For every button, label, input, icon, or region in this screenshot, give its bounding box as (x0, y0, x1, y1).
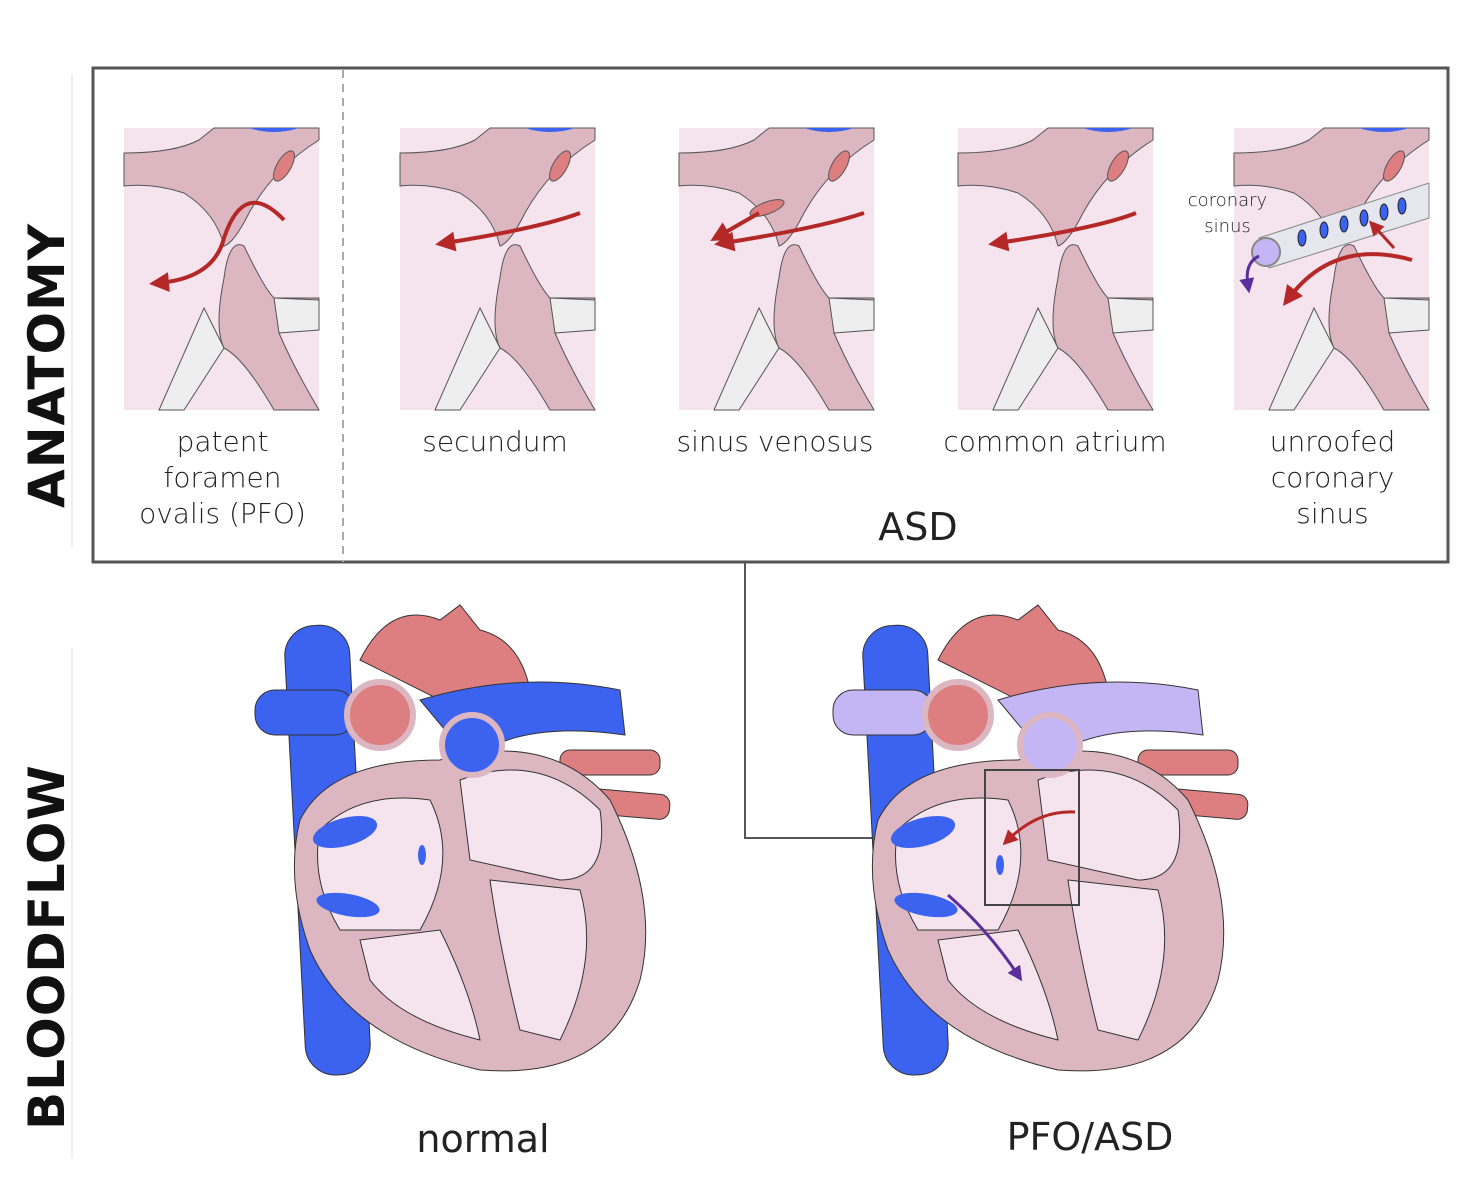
coronary-sinus-inset-label: coronary sinus (1187, 190, 1268, 237)
anatomy-box (91, 66, 1450, 564)
panel-common-atrium-image (957, 127, 1154, 411)
asd-group-label: ASD (878, 505, 958, 549)
panel-secundum-image (399, 127, 596, 411)
heart-pfo-asd-image (832, 604, 1249, 1076)
panel-label-sinus-venosus: sinus venosus (676, 425, 874, 458)
heart-normal-image (254, 604, 671, 1076)
panel-label-secundum: secundum (422, 425, 568, 458)
panel-label-pfo: patent foramen ovalis (PFO) (139, 425, 306, 530)
panel-sinus-venosus-image (678, 127, 875, 411)
heart-label-pfo-asd: PFO/ASD (1006, 1115, 1174, 1159)
panel-unroofed-cs-image (1233, 127, 1430, 411)
panel-label-common-atrium: common atrium (943, 425, 1167, 458)
zoom-box (984, 769, 1080, 906)
heart-label-normal: normal (416, 1117, 550, 1161)
panel-label-unroofed-cs: unroofed coronary sinus (1269, 425, 1396, 530)
panel-pfo-image (123, 127, 320, 411)
